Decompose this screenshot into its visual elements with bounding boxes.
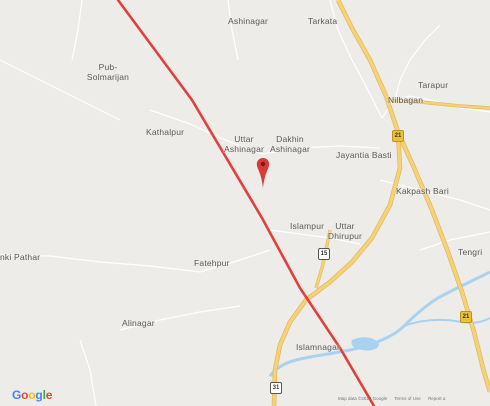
terms-of-use-link[interactable]: Terms of Use bbox=[394, 396, 421, 401]
google-logo-letter: l bbox=[42, 388, 46, 402]
google-logo-letter: e bbox=[45, 388, 53, 402]
place-fatehpur: Fatehpur bbox=[194, 258, 230, 268]
road-shield-21-north: 21 bbox=[392, 130, 404, 142]
place-nki-pathar: nki Pathar bbox=[0, 252, 41, 262]
route-line bbox=[116, 0, 376, 406]
google-logo-letter: g bbox=[35, 388, 43, 402]
place-ashinagar: Ashinagar bbox=[228, 16, 269, 26]
google-logo-letter: G bbox=[12, 388, 22, 402]
road-shield-21-south: 21 bbox=[460, 311, 472, 323]
road-shield-15: 15 bbox=[318, 248, 330, 260]
river bbox=[268, 270, 490, 377]
place-tengri: Tengri bbox=[458, 247, 483, 257]
google-logo-letter: o bbox=[21, 388, 29, 402]
map-data-attribution: Map data ©2018 Google bbox=[338, 396, 388, 401]
place-tarkata: Tarkata bbox=[308, 16, 338, 26]
pond bbox=[351, 337, 379, 351]
place-dakhin-ashinagar: Dakhin Ashinagar bbox=[269, 134, 311, 154]
major-roads bbox=[271, 0, 490, 406]
place-jayantia-basti: Jayantia Basti bbox=[336, 150, 392, 160]
place-pub-solmarijan: Pub- Solmarijan bbox=[86, 62, 130, 82]
place-tarapur: Tarapur bbox=[418, 80, 449, 90]
place-uttar-ashinagar: Uttar Ashinagar bbox=[223, 134, 265, 154]
place-uttar-dhirupur: Uttar Dhirupur bbox=[327, 221, 363, 241]
place-islampur: Islampur bbox=[290, 221, 325, 231]
river-branch bbox=[403, 317, 490, 327]
place-kathalpur: Kathalpur bbox=[146, 127, 185, 137]
road-shield-31: 31 bbox=[270, 382, 282, 394]
google-logo-letter: o bbox=[28, 388, 36, 402]
place-nilbagan: Nilbagan bbox=[388, 95, 424, 105]
map-footer: Map data ©2018 Google Terms of Use Repor… bbox=[338, 396, 451, 401]
place-alinagar: Alinagar bbox=[122, 318, 155, 328]
map-pin-icon-graphic bbox=[256, 158, 270, 188]
place-kakpash-bari: Kakpash Bari bbox=[396, 186, 449, 196]
place-islamnagar: Islamnagar bbox=[296, 342, 341, 352]
report-link[interactable]: Report a bbox=[428, 396, 446, 401]
google-logo[interactable]: Google bbox=[12, 388, 52, 402]
map-pin-icon[interactable] bbox=[256, 157, 270, 194]
